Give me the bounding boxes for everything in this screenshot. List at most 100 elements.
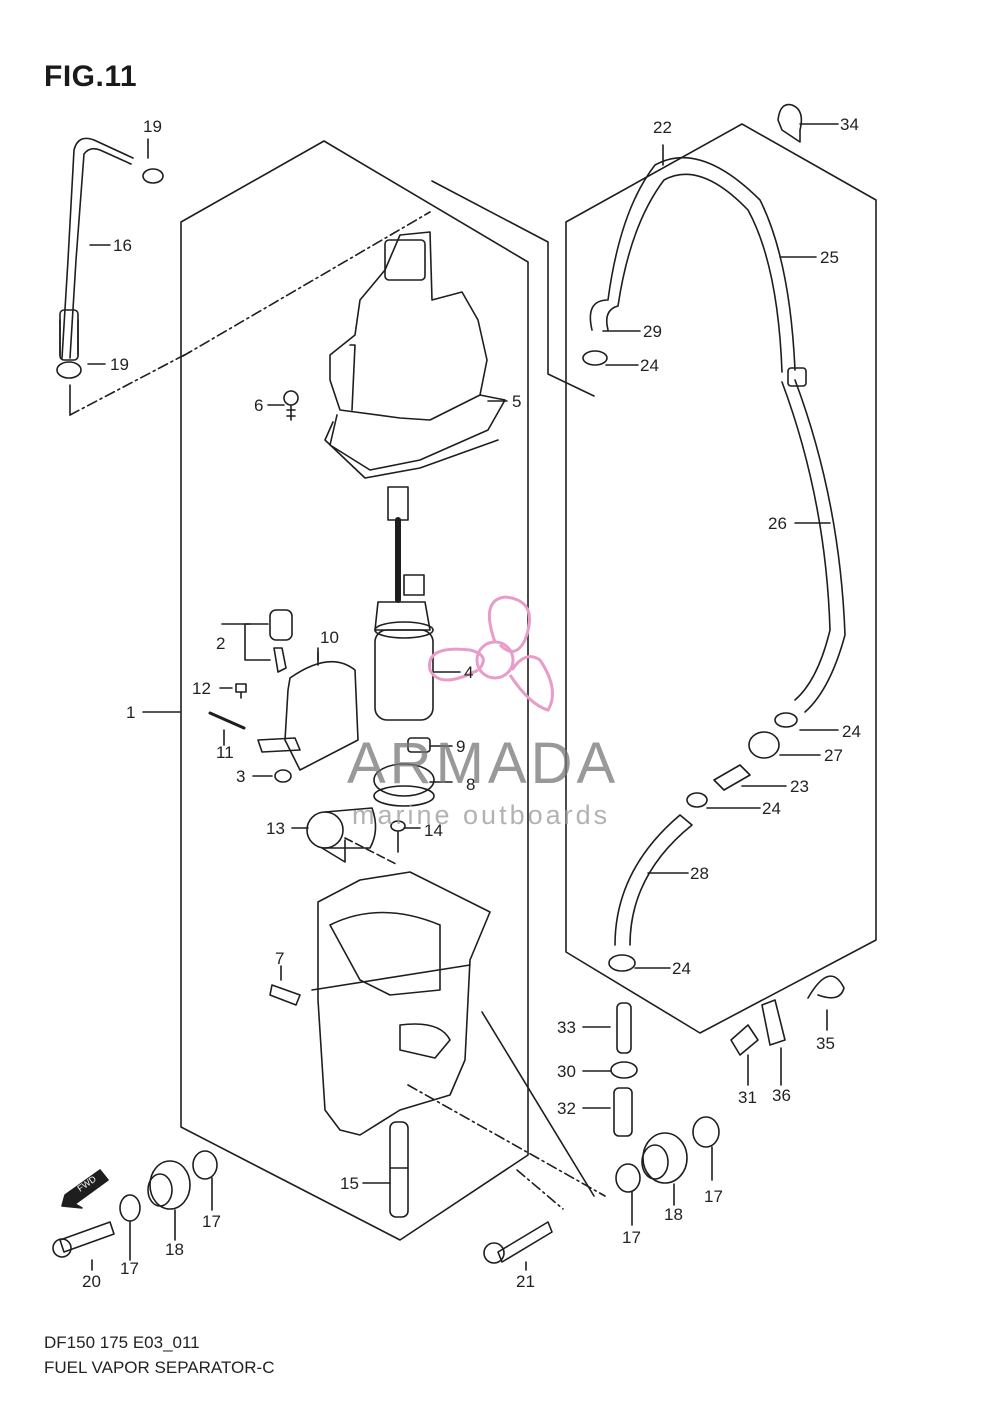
separator-tank-1 [317, 871, 491, 1136]
label-35: 35 [816, 1034, 835, 1053]
label-11: 11 [216, 743, 234, 762]
label-27: 27 [824, 746, 843, 765]
pin-11 [208, 711, 246, 730]
label-1: 1 [126, 703, 135, 722]
fwd-arrow [61, 1169, 109, 1209]
regulator-13 [306, 811, 344, 849]
label-19-bottom: 19 [110, 355, 129, 374]
clamp-24-top [582, 350, 608, 366]
label-32: 32 [557, 1099, 576, 1118]
hose-26 [794, 379, 846, 713]
label-24-d: 24 [672, 959, 691, 978]
watermark-logo [428, 595, 554, 712]
label-28: 28 [690, 864, 709, 883]
label-26: 26 [768, 514, 787, 533]
label-17-a: 17 [120, 1259, 139, 1278]
washer-17-right [615, 1163, 641, 1193]
label-21: 21 [516, 1272, 535, 1291]
clamp-24-a [774, 712, 798, 728]
label-6: 6 [254, 396, 263, 415]
label-22: 22 [653, 118, 672, 137]
tube-15 [389, 1121, 409, 1218]
label-10: 10 [320, 628, 339, 647]
screw-6 [283, 390, 299, 406]
bolt-12 [235, 683, 247, 699]
label-18-a: 18 [165, 1240, 184, 1259]
label-3: 3 [236, 767, 245, 786]
screw-14 [390, 820, 406, 832]
label-16: 16 [113, 236, 132, 255]
part-27 [748, 731, 780, 759]
label-13: 13 [266, 819, 285, 838]
grommet-18-right [642, 1132, 688, 1184]
washer-17-right-b [692, 1116, 720, 1148]
clamp-34 [777, 103, 803, 143]
fig-title: FIG.11 [44, 60, 138, 93]
label-29: 29 [643, 322, 662, 341]
clamp-19-top [142, 168, 164, 184]
label-2: 2 [216, 634, 225, 653]
label-31: 31 [738, 1088, 757, 1107]
hose-25 [589, 156, 796, 371]
valve-2-top [269, 609, 293, 641]
label-17-b: 17 [202, 1212, 221, 1231]
guide-line-top [182, 211, 431, 357]
label-5: 5 [512, 392, 521, 411]
hose-16 [61, 137, 134, 359]
cover-10 [284, 660, 359, 771]
label-34: 34 [840, 115, 859, 134]
label-23: 23 [790, 777, 809, 796]
figure-caption: FUEL VAPOR SEPARATOR-C [44, 1358, 275, 1377]
label-9: 9 [456, 737, 465, 756]
label-17-d: 17 [704, 1187, 723, 1206]
vapor-separator-cover [329, 231, 488, 421]
label-4: 4 [464, 663, 473, 682]
label-8: 8 [466, 775, 475, 794]
bolt-21 [497, 1221, 553, 1263]
clamp-19-bottom [56, 361, 82, 379]
screw-7 [269, 984, 301, 1006]
part-8 [373, 763, 435, 797]
watermark-tagline: marine outboards [352, 800, 611, 830]
part-labels: 1 2 3 4 5 6 7 8 9 10 11 12 13 14 15 16 1… [75, 115, 861, 1291]
label-14: 14 [424, 821, 443, 840]
part-9 [407, 737, 431, 753]
tube-33 [616, 1002, 632, 1054]
guide-line-upper-right [431, 180, 595, 397]
guide-line-lower-right [407, 1084, 606, 1197]
tube-32 [613, 1087, 633, 1137]
label-24-c: 24 [762, 799, 781, 818]
guide-line-lower-right-2 [481, 1011, 595, 1197]
label-20: 20 [82, 1272, 101, 1291]
hose-28 [614, 814, 693, 946]
label-18-b: 18 [664, 1205, 683, 1224]
label-17-c: 17 [622, 1228, 641, 1247]
label-36: 36 [772, 1086, 791, 1105]
figure-code: DF150 175 E03_011 [44, 1333, 200, 1352]
clamp-30 [610, 1061, 638, 1079]
label-7: 7 [275, 949, 284, 968]
valve-2-bottom [273, 647, 287, 673]
guide-line-upper-left [69, 351, 191, 416]
grommet-18-left [149, 1160, 191, 1210]
label-24-b: 24 [842, 722, 861, 741]
watermark-brand: ARMADA [347, 731, 620, 796]
label-19-top: 19 [143, 117, 162, 136]
pump-connector [387, 486, 409, 521]
fuel-pump-4 [374, 629, 434, 721]
label-12: 12 [192, 679, 211, 698]
valve-23 [713, 764, 751, 791]
clamp-24-b [686, 792, 708, 808]
label-25: 25 [820, 248, 839, 267]
washer-17-left-b [192, 1150, 218, 1180]
label-24-a: 24 [640, 356, 659, 375]
assembly-outline-right [565, 123, 877, 1034]
part-31 [730, 1024, 759, 1056]
washer-17-left [119, 1194, 141, 1222]
guide-line-bolt21 [516, 1169, 564, 1210]
bolt-3 [274, 769, 292, 783]
clamp-24-c [608, 954, 636, 972]
bracket-36 [761, 999, 786, 1046]
label-33: 33 [557, 1018, 576, 1037]
